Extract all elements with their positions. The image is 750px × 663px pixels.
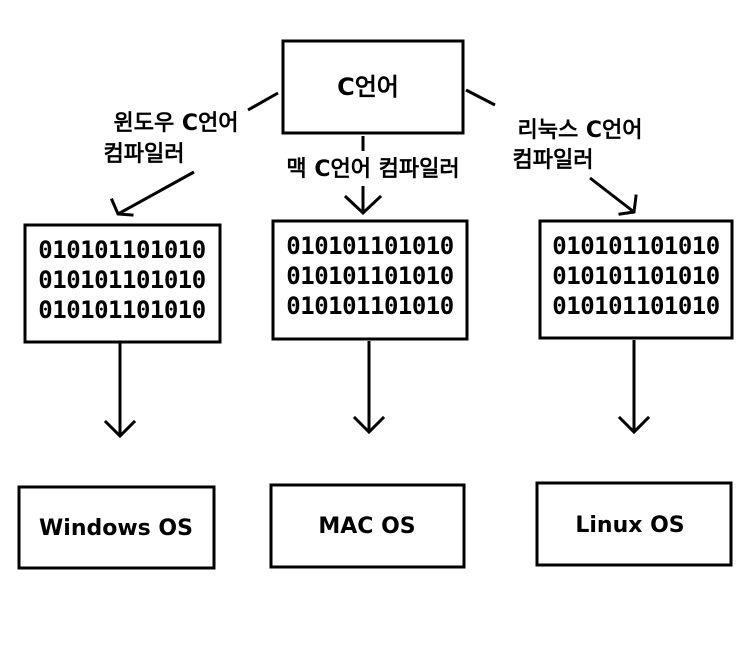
binary-line: 010101101010 — [552, 262, 719, 290]
edge-root-to-linux — [465, 88, 638, 216]
os-box-windows: Windows OS — [17, 485, 216, 570]
binary-box-linux: 010101101010 010101101010 010101101010 — [538, 219, 734, 340]
binary-line: 010101101010 — [552, 232, 719, 260]
compiler-label-windows-line1: 윈도우 C언어 — [113, 111, 238, 136]
os-label-windows: Windows OS — [39, 516, 193, 541]
root-label: C언어 — [337, 73, 399, 101]
binary-line: 010101101010 — [552, 292, 719, 320]
compiler-label-windows-line2: 컴파일러 — [104, 142, 185, 167]
binary-line: 010101101010 — [38, 236, 205, 264]
binary-box-windows: 010101101010 010101101010 010101101010 — [23, 223, 222, 344]
binary-line: 010101101010 — [286, 262, 453, 290]
os-box-mac: MAC OS — [269, 483, 466, 569]
os-box-linux: Linux OS — [535, 481, 733, 567]
binary-line: 010101101010 — [38, 266, 205, 294]
edge-root-to-windows — [110, 91, 279, 217]
compiler-label-linux-line1: 리눅스 C언어 — [517, 118, 642, 143]
edge-binary-to-linux-os — [617, 340, 651, 435]
root-node: C언어 — [281, 39, 465, 135]
edge-binary-to-mac-os — [352, 341, 386, 435]
edge-root-to-mac — [343, 136, 383, 216]
binary-line: 010101101010 — [286, 292, 453, 320]
os-label-mac: MAC OS — [318, 514, 415, 539]
compiler-label-mac: 맥 C언어 컴파일러 — [286, 157, 459, 182]
compiler-label-linux-line2: 컴파일러 — [513, 148, 594, 173]
binary-box-mac: 010101101010 010101101010 010101101010 — [271, 219, 469, 341]
os-label-linux: Linux OS — [575, 513, 684, 538]
edge-binary-to-windows-os — [103, 343, 137, 439]
binary-line: 010101101010 — [38, 296, 205, 324]
binary-line: 010101101010 — [286, 232, 453, 260]
